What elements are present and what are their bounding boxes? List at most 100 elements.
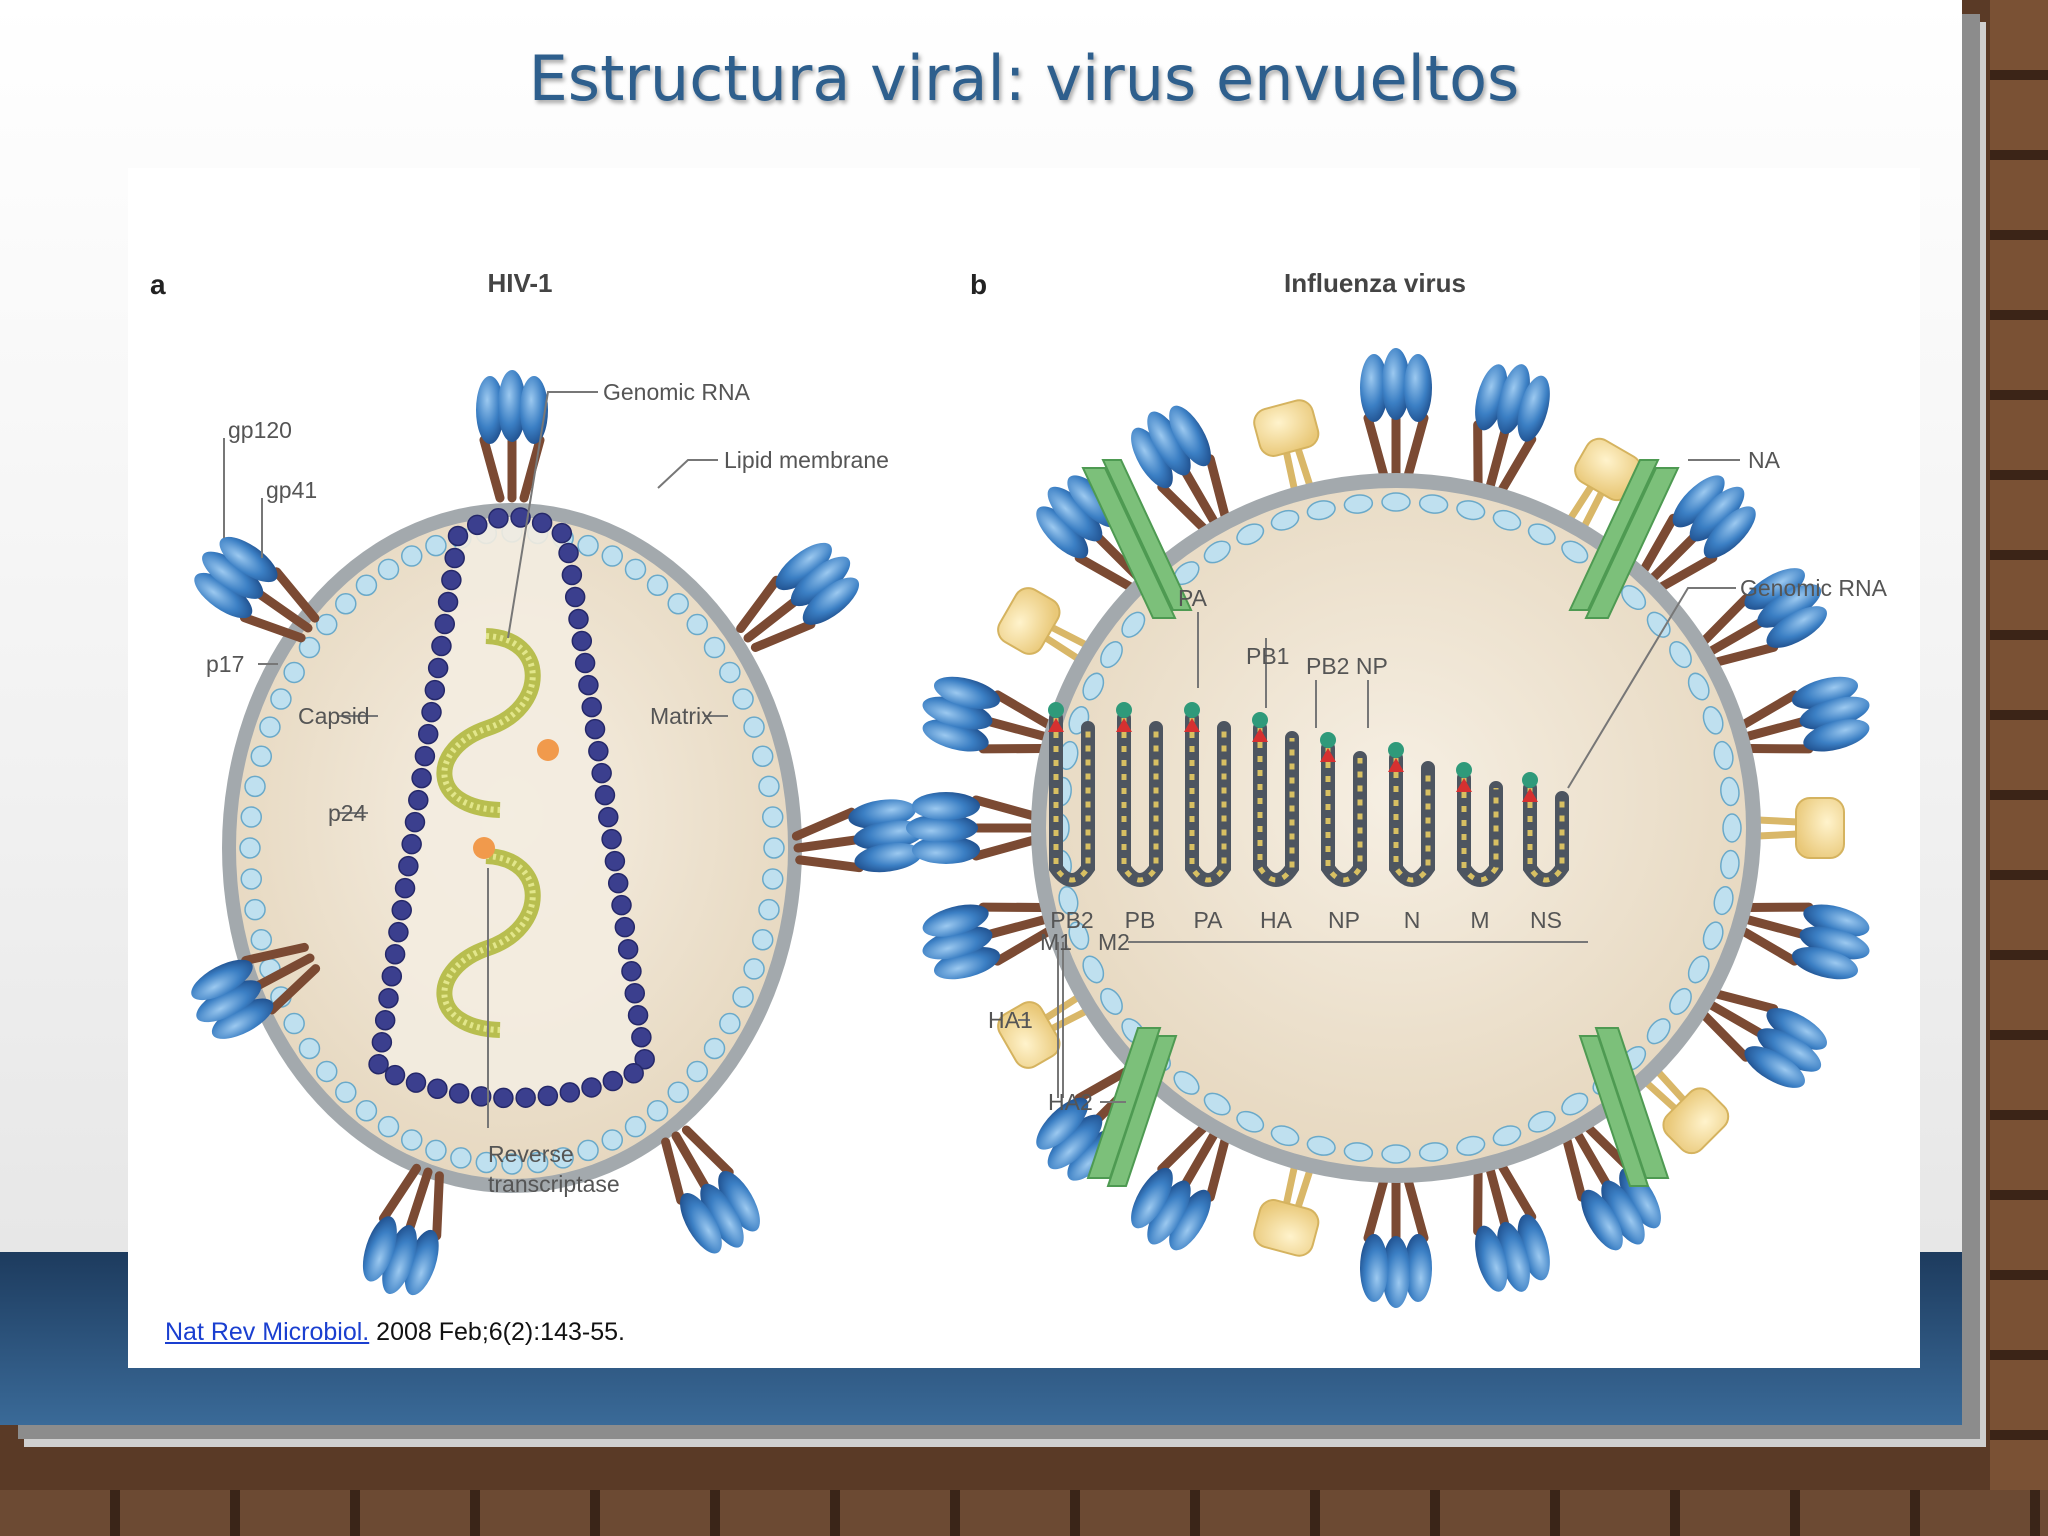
matrix-bead bbox=[552, 1147, 574, 1169]
capsid-bead bbox=[488, 507, 509, 529]
label-p17: p17 bbox=[206, 651, 244, 677]
m1-bead bbox=[1492, 509, 1522, 531]
capsid-bead bbox=[568, 608, 589, 630]
hiv-capsid bbox=[368, 507, 655, 1109]
m1-bead bbox=[1713, 740, 1734, 771]
matrix-bead bbox=[315, 1060, 338, 1083]
ha-spike bbox=[1455, 1159, 1558, 1301]
capsid-bead bbox=[493, 1087, 514, 1109]
m1-bead bbox=[1646, 1018, 1671, 1045]
label-na: NA bbox=[1748, 447, 1781, 473]
influenza-m1-layer bbox=[1050, 492, 1742, 1164]
matrix-bead bbox=[501, 1153, 523, 1175]
matrix-bead bbox=[686, 613, 709, 636]
capsid-bead bbox=[368, 1053, 389, 1075]
m1-bead bbox=[1646, 611, 1671, 638]
capsid-bead bbox=[634, 1048, 655, 1070]
capsid-bead bbox=[627, 1004, 649, 1026]
capsid-bead bbox=[424, 679, 446, 701]
m1-bead bbox=[1343, 1142, 1374, 1162]
m1-bead bbox=[1702, 706, 1724, 735]
capsid-bead bbox=[444, 547, 465, 569]
reverse-transcriptase-molecule-2 bbox=[473, 837, 495, 859]
capsid-bead bbox=[531, 512, 553, 534]
matrix-bead bbox=[250, 745, 273, 768]
matrix-bead bbox=[646, 1099, 669, 1122]
ha-spike bbox=[1360, 1180, 1432, 1308]
m1-bead bbox=[1456, 1135, 1486, 1156]
capsid-bead bbox=[434, 613, 456, 635]
m1-bead bbox=[1720, 776, 1740, 807]
capsid-bead bbox=[447, 525, 469, 547]
matrix-bead bbox=[335, 592, 357, 615]
capsid-bead bbox=[384, 1064, 406, 1086]
m1-bead bbox=[1621, 584, 1647, 611]
m1-bead bbox=[1082, 672, 1105, 701]
matrix-bead bbox=[244, 775, 266, 798]
matrix-bead bbox=[355, 1099, 378, 1122]
ha-spike bbox=[906, 792, 1034, 864]
capsid-bead bbox=[581, 696, 602, 718]
capsid-bead bbox=[391, 899, 412, 921]
label-capsid: Capsid bbox=[298, 703, 370, 729]
capsid-bead bbox=[621, 960, 642, 982]
capsid-bead bbox=[559, 1082, 581, 1103]
citation-journal-link[interactable]: Nat Rev Microbiol. bbox=[165, 1318, 370, 1346]
m1-bead bbox=[1100, 987, 1123, 1015]
matrix-bead bbox=[270, 688, 292, 710]
capsid-bead bbox=[441, 569, 462, 591]
slide-title: Estructura viral: virus envueltos bbox=[528, 42, 1520, 115]
reverse-transcriptase-molecule bbox=[537, 739, 559, 761]
label-pa: PA bbox=[1178, 585, 1208, 611]
matrix-bead bbox=[400, 545, 423, 567]
citation: Nat Rev Microbiol. 2008 Feb;6(2):143-55. bbox=[165, 1318, 625, 1347]
matrix-bead bbox=[761, 806, 784, 828]
label-transcriptase: transcriptase bbox=[488, 1171, 620, 1197]
m1-bead bbox=[1306, 500, 1336, 521]
capsid-bead bbox=[611, 894, 632, 916]
m1-bead bbox=[1561, 540, 1589, 564]
capsid-bead bbox=[466, 514, 488, 536]
m1-bead bbox=[1669, 641, 1692, 669]
m1-bead bbox=[1381, 1144, 1411, 1164]
capsid-bead bbox=[510, 507, 531, 528]
segment-label: PB bbox=[1125, 907, 1156, 933]
m1-bead bbox=[1418, 1142, 1449, 1162]
m1-bead bbox=[1720, 849, 1740, 880]
matrix-bead bbox=[667, 1081, 689, 1104]
polymerase-complex bbox=[1456, 762, 1472, 778]
label-matrix: Matrix bbox=[650, 703, 713, 729]
matrix-bead bbox=[758, 775, 780, 798]
hiv-matrix-layer bbox=[239, 521, 785, 1175]
label-p24: p24 bbox=[328, 800, 367, 826]
label-genomic-rna-a: Genomic RNA bbox=[603, 379, 751, 405]
capsid-bead bbox=[601, 828, 622, 850]
ha-spike bbox=[1736, 669, 1878, 772]
capsid-bead bbox=[604, 850, 626, 872]
m2-channels bbox=[1081, 459, 1680, 1187]
ha-spike bbox=[913, 669, 1055, 772]
m1-bead bbox=[1270, 509, 1300, 531]
label-ha1: HA1 bbox=[988, 1007, 1033, 1033]
polymerase-complex bbox=[1184, 702, 1200, 718]
capsid-bead bbox=[381, 965, 403, 987]
capsid-bead bbox=[607, 872, 629, 894]
capsid-bead bbox=[578, 674, 599, 696]
m1-bead bbox=[1687, 672, 1710, 701]
polymerase-complex bbox=[1388, 742, 1404, 758]
ha-spike bbox=[1736, 884, 1878, 987]
capsid-bead bbox=[515, 1087, 536, 1108]
capsid-bead bbox=[417, 723, 439, 745]
m1-bead bbox=[1418, 494, 1449, 514]
matrix-bead bbox=[250, 928, 273, 951]
ha-spike bbox=[913, 884, 1055, 987]
matrix-bead bbox=[743, 716, 765, 738]
m1-bead bbox=[1058, 885, 1079, 916]
label-lipid-membrane: Lipid membrane bbox=[724, 447, 889, 473]
matrix-bead bbox=[577, 534, 599, 557]
capsid-bead bbox=[574, 652, 596, 674]
m1-bead bbox=[1203, 540, 1231, 564]
matrix-bead bbox=[298, 636, 321, 659]
m1-bead bbox=[1713, 885, 1734, 916]
matrix-bead bbox=[259, 716, 281, 738]
